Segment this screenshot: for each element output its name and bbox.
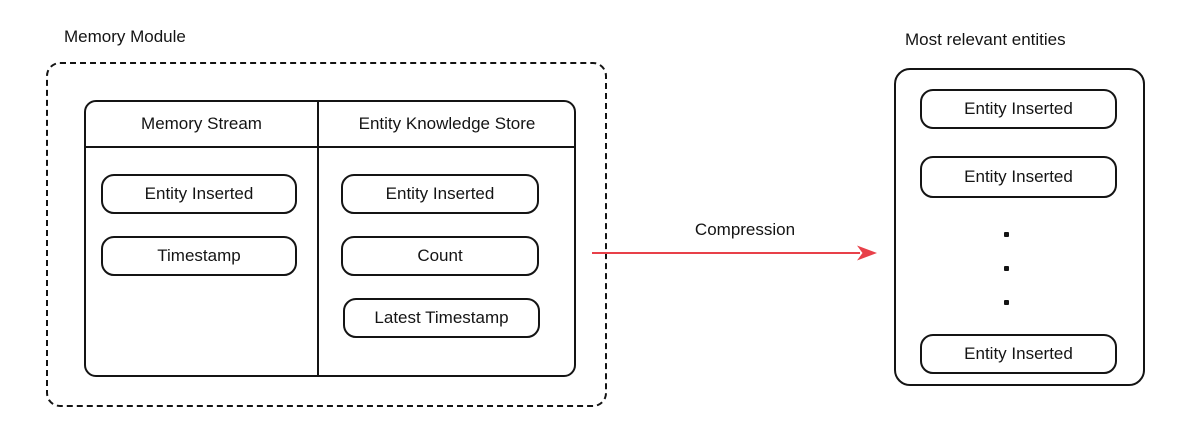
memory-stream-entity-inserted-pill: Entity Inserted: [101, 174, 297, 214]
eks-latest-timestamp-pill: Latest Timestamp: [343, 298, 540, 338]
vertical-ellipsis-dot: [1004, 300, 1009, 305]
column-divider-line: [317, 102, 319, 375]
vertical-ellipsis-dot: [1004, 266, 1009, 271]
eks-count-pill: Count: [341, 236, 539, 276]
output-entity-inserted-pill: Entity Inserted: [920, 89, 1117, 129]
memory-table: Memory Stream Entity Knowledge Store Ent…: [84, 100, 576, 377]
vertical-ellipsis-dot: [1004, 232, 1009, 237]
memory-module-container: Memory Stream Entity Knowledge Store Ent…: [46, 62, 607, 407]
eks-entity-inserted-pill: Entity Inserted: [341, 174, 539, 214]
header-separator-line: [86, 146, 574, 148]
most-relevant-entities-title: Most relevant entities: [905, 30, 1066, 49]
output-entity-inserted-pill: Entity Inserted: [920, 156, 1117, 198]
most-relevant-entities-container: Entity Inserted Entity Inserted Entity I…: [894, 68, 1145, 386]
memory-stream-timestamp-pill: Timestamp: [101, 236, 297, 276]
memory-module-title: Memory Module: [64, 27, 186, 46]
compression-arrow: [592, 245, 877, 261]
compression-label: Compression: [694, 220, 796, 239]
entity-knowledge-store-header: Entity Knowledge Store: [358, 114, 536, 133]
output-entity-inserted-pill: Entity Inserted: [920, 334, 1117, 374]
memory-stream-header: Memory Stream: [141, 114, 262, 133]
compression-arrowhead-icon: [857, 245, 877, 261]
